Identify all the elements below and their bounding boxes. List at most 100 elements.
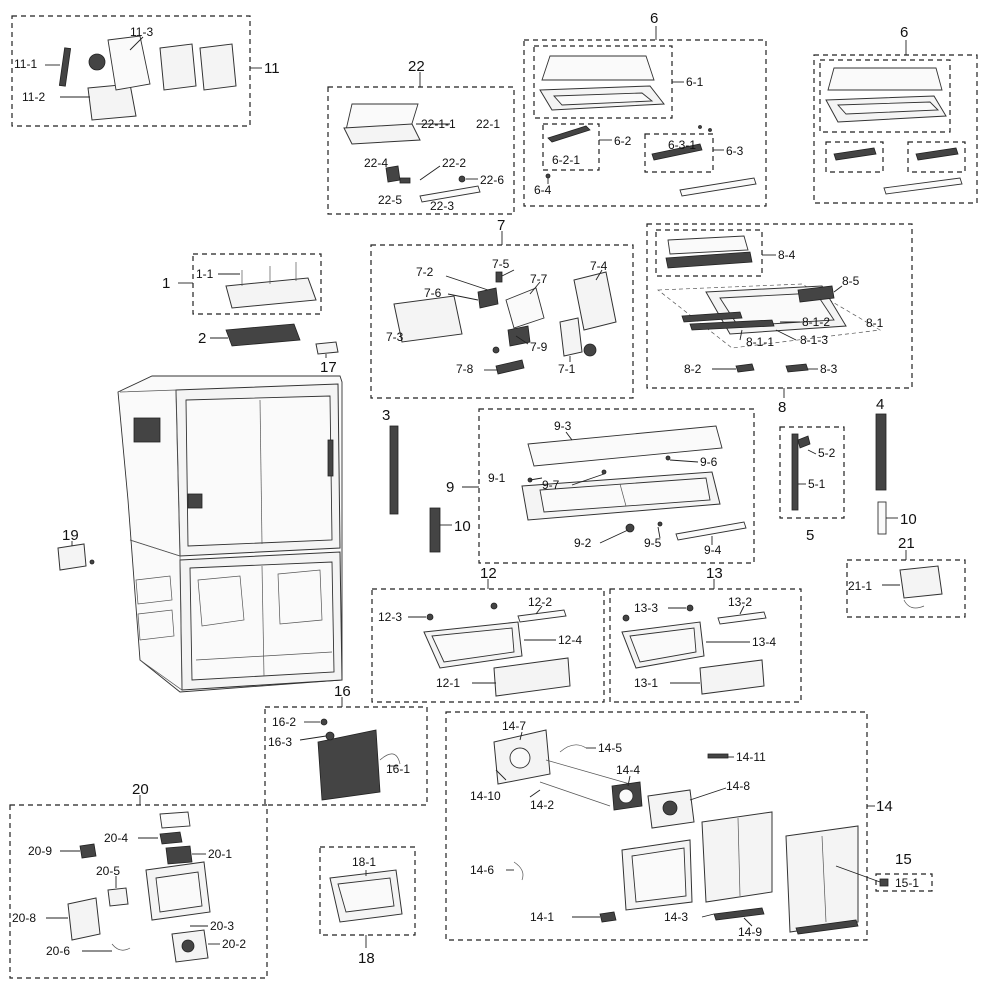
group-10a-strip: 10 [429,507,471,553]
leader-7-6 [447,293,479,301]
group-8-box [646,223,913,389]
leader-7-4 [595,269,603,281]
label-6-2: 6-2 [614,134,632,148]
label-13-2: 13-2 [728,595,752,609]
label-7-4: 7-4 [590,259,608,273]
label-18-1: 18-1 [352,855,376,869]
leader-14-10 [495,769,507,781]
part-11-cover-b [199,43,237,91]
group-11-ice-maker: 11-1 11-2 11-3 11 [11,15,280,127]
part-9-7 [601,469,607,475]
label-20-8: 20-8 [12,911,36,925]
part-8-3 [785,363,809,373]
part-20-8 [67,897,101,941]
group-6-2-box [542,123,600,171]
group-11-box [11,15,251,127]
group-6-shelf-a: 6 6-1 6-2 6-2-1 6-3-1 6-3 6-4 [523,10,767,207]
label-20-6: 20-6 [46,944,70,958]
label-20-2: 20-2 [222,937,246,951]
label-22-2: 22-2 [442,156,466,170]
leader-5-2 [807,449,817,455]
label-8-1-2: 8-1-2 [802,315,830,329]
part-15-1 [879,878,889,887]
label-6-3-1: 6-3-1 [668,138,696,152]
label-7-7: 7-7 [530,272,548,286]
cabinet-divider-upper [259,399,263,545]
label-13-1: 13-1 [634,676,658,690]
group-2-vent-grille: 2 [198,323,301,347]
label-9-3: 9-3 [554,419,572,433]
group-20-box [9,804,268,979]
label-20-3: 20-3 [210,919,234,933]
label-11-2: 11-2 [22,90,45,104]
label-14-10: 14-10 [470,789,501,803]
label-20-9: 20-9 [28,844,52,858]
leader-9-5 [657,526,661,539]
part-8-5 [797,285,835,303]
group-1-top-cover: 1-1 1 [162,253,322,315]
part-16-1-pipe [379,753,401,765]
leader-9-2 [599,529,629,544]
leader-14-8 [689,787,727,801]
cabinet-upper-liner [185,395,333,547]
part-8-4-frame [665,251,753,269]
group-13-drawer: 13 13-3 13-2 13-4 13-1 [609,565,802,703]
part-5-1 [791,433,799,511]
part-5-2 [797,435,811,449]
label-16-3: 16-3 [268,735,292,749]
part-14-1 [599,911,617,923]
cabinet-side-bracket-b [137,609,175,641]
part-6-4 [545,173,551,179]
part-14-7-ring [509,747,531,769]
label-5-2: 5-2 [818,446,836,460]
label-12-2: 12-2 [528,595,552,609]
group-label-6b: 6 [900,24,908,41]
part-14-back-panel-seam [737,817,741,897]
label-14-2: 14-2 [530,798,554,812]
label-22-5: 22-5 [378,193,402,207]
part-7-8 [495,359,525,375]
part-16-2 [320,718,328,726]
part-19-screw [89,559,95,565]
part-18-1-basket-inner [337,877,395,913]
group-22-box [327,86,515,215]
group-label-4: 4 [876,396,884,413]
group-5-box [779,426,845,519]
part-7-screw [492,346,500,354]
cabinet-side-bracket-a [135,575,173,605]
group-6b-3-box [907,141,966,173]
label-21-1: 21-1 [848,579,872,593]
label-22-1-1: 22-1-1 [421,117,456,131]
group-6b-2-box [825,141,884,173]
part-20-1 [165,845,193,865]
group-22-shelf: 22 22-1-1 22-1 22-4 22-2 22-6 22-5 22-3 [327,58,515,215]
label-8-3: 8-3 [820,362,838,376]
group-8-4-box [655,229,763,277]
cabinet-lower-liner [189,561,335,681]
part-1-1-cover [225,277,317,309]
part-7-1 [559,317,583,357]
label-6-2-1: 6-2-1 [552,153,580,167]
leader-9-3 [565,431,573,441]
label-9-2: 9-2 [574,536,592,550]
group-label-21: 21 [898,535,915,552]
group-label-7: 7 [497,217,505,234]
label-7-1: 7-1 [558,362,576,376]
part-22-3-rail [419,185,481,203]
leader-11-3 [129,36,144,51]
label-14-3: 14-3 [664,910,688,924]
label-6-1: 6-1 [686,75,704,89]
label-7-5: 7-5 [492,257,510,271]
leader-16-3 [299,735,327,741]
part-7-6 [477,287,499,309]
leader-7-5 [501,269,515,277]
group-9-box [478,408,755,564]
part-10b [877,501,887,535]
group-15-box [875,873,933,892]
label-14-11: 14-11 [736,750,766,764]
label-22-3: 22-3 [430,199,454,213]
label-22-1: 22-1 [476,117,500,131]
part-12-2-rail [517,609,567,623]
part-8-4-glass [667,235,749,255]
part-21-1 [899,565,943,599]
